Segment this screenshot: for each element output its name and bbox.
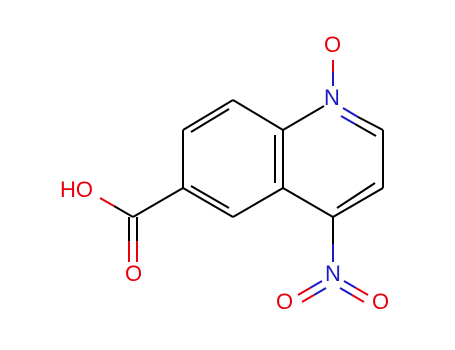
bond-c-oh-red: [99, 197, 115, 207]
atom-label-hydroxyl: HO: [60, 177, 93, 202]
pyridine-ring: [282, 105, 384, 218]
atom-label-nitro-oxygen-right: O: [372, 289, 389, 314]
carboxylic-acid-group: [99, 187, 184, 262]
bond-nitro-o-left-red: [297, 287, 311, 296]
bond-c4-c4a: [282, 187, 334, 218]
bond-c-oh: [113, 205, 134, 218]
bond-c8-c7: [182, 99, 234, 131]
nitro-group: [297, 217, 369, 303]
bond-c3-c4-inner: [336, 182, 376, 209]
atom-label-ring-nitrogen: N: [324, 85, 340, 110]
atom-label-n-oxide-oxygen: O: [324, 32, 341, 57]
atom-label-nitro-oxygen-left: O: [276, 289, 293, 314]
bond-c6-c5-inner: [190, 185, 230, 209]
bond-c3-c4: [332, 187, 384, 218]
bond-nitro-o-right-inner-red: [351, 294, 365, 303]
bond-nitro-o-right-red: [355, 287, 369, 296]
bond-nitro-o-right-blue: [343, 280, 357, 289]
bond-nitro-o-left-inner-blue: [313, 287, 327, 296]
bond-nitro-o-right-inner-blue: [339, 287, 353, 296]
bond-c6-cooh: [132, 187, 184, 218]
bond-c7-c7-inner: [190, 108, 230, 133]
atom-label-carbonyl-oxygen: O: [125, 261, 142, 286]
bond-n1-c2-b: [357, 116, 384, 131]
benzene-ring: [182, 99, 284, 218]
bond-n1-c2-inner: [340, 115, 356, 125]
bond-c8a-c8: [232, 99, 284, 131]
bond-n1-c2-a: [342, 107, 359, 118]
bond-c6-c5: [182, 187, 234, 218]
bond-c8a-n1: [282, 105, 325, 131]
atom-label-nitro-nitrogen: N: [325, 261, 341, 286]
bond-nitro-o-left-blue: [309, 280, 323, 289]
bond-c5-c4a: [232, 187, 284, 218]
bond-n1-c2-inner-b: [354, 123, 377, 137]
bond-nitro-o-left-inner-red: [301, 294, 315, 303]
